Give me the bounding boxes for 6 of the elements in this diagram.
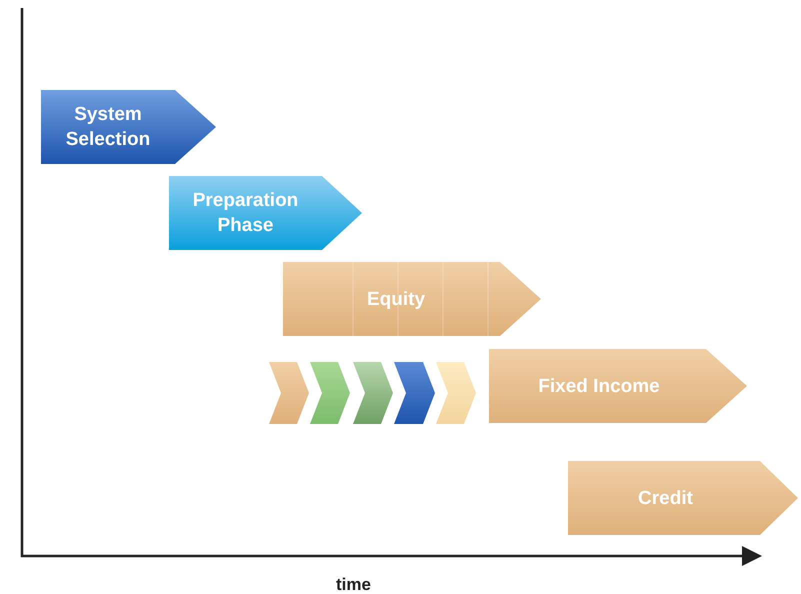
phase-label: Preparation Phase: [192, 189, 300, 238]
phase-label: Fixed Income: [538, 374, 660, 398]
phase-label: Credit: [638, 486, 693, 510]
phase-label: Equity: [366, 288, 426, 312]
axis-label: time: [336, 575, 371, 594]
phase-label: System Selection: [64, 103, 152, 152]
